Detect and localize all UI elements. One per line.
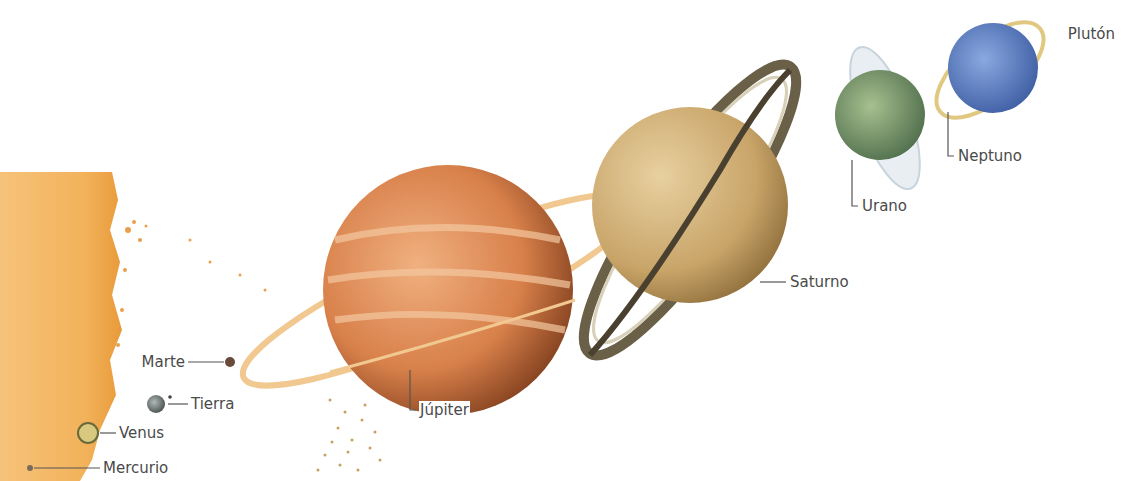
planet-label: Plutón [1067,25,1116,43]
moon [168,395,172,399]
planet-label: Neptuno [957,147,1023,165]
mars [225,357,235,367]
planet-label: Tierra [190,395,235,413]
neptune [948,23,1038,113]
asteroid-belt [317,399,382,472]
saturn [592,107,788,303]
jupiter-bands [328,228,570,331]
planet-label: Júpiter [419,401,470,419]
earth [147,395,165,413]
mercury [27,465,33,471]
uranus-ring [836,39,934,197]
jupiter-ring [227,164,654,416]
venus [78,423,98,443]
uranus [835,70,925,160]
planet-label: Saturno [789,273,850,291]
saturn-rings-front [590,70,790,355]
neptune-ring [921,5,1059,135]
planet-label: Mercurio [102,459,169,477]
planet-label: Venus [118,424,165,442]
jupiter [323,165,573,415]
jupiter-ring-front [330,300,575,372]
solar-flares [116,220,267,347]
planet-label: Urano [861,197,908,215]
planet-label: Marte [141,353,186,371]
leader-lines [34,112,954,468]
sun [0,172,122,481]
saturn-rings-back [555,43,825,378]
